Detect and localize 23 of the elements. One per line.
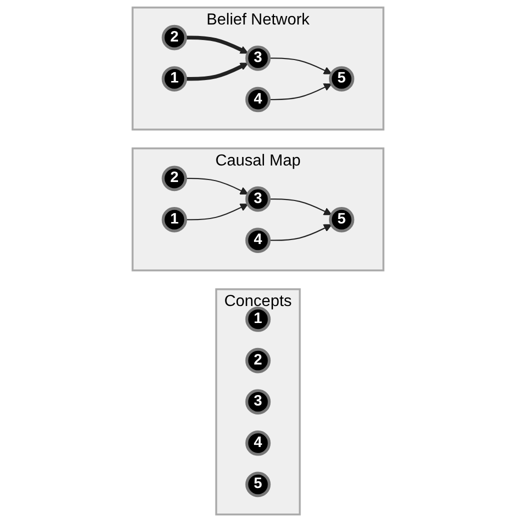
- node-circle: 5: [328, 207, 354, 232]
- node-circle: 3: [245, 389, 271, 414]
- node-circle: 3: [245, 186, 271, 212]
- node-circle: 4: [245, 228, 271, 253]
- node-circle: 1: [162, 207, 188, 232]
- node-circle: 3: [245, 46, 271, 71]
- node-circle: 2: [162, 24, 188, 50]
- arrow: [269, 58, 332, 74]
- arrow: [269, 224, 332, 241]
- node-circle: 2: [162, 166, 188, 192]
- node-circle: 1: [162, 66, 188, 92]
- node-circle: 4: [245, 86, 271, 112]
- arrow: [186, 178, 248, 194]
- arrow: [186, 62, 248, 81]
- arrow: [269, 198, 332, 216]
- node-circle: 2: [245, 348, 271, 374]
- node-circle: 5: [328, 66, 354, 92]
- arrow: [186, 204, 248, 220]
- node-circle: 1: [245, 306, 271, 332]
- node-circle: 4: [245, 430, 271, 456]
- arrow: [186, 36, 248, 54]
- node-circle: 5: [245, 472, 271, 498]
- arrow: [269, 83, 332, 100]
